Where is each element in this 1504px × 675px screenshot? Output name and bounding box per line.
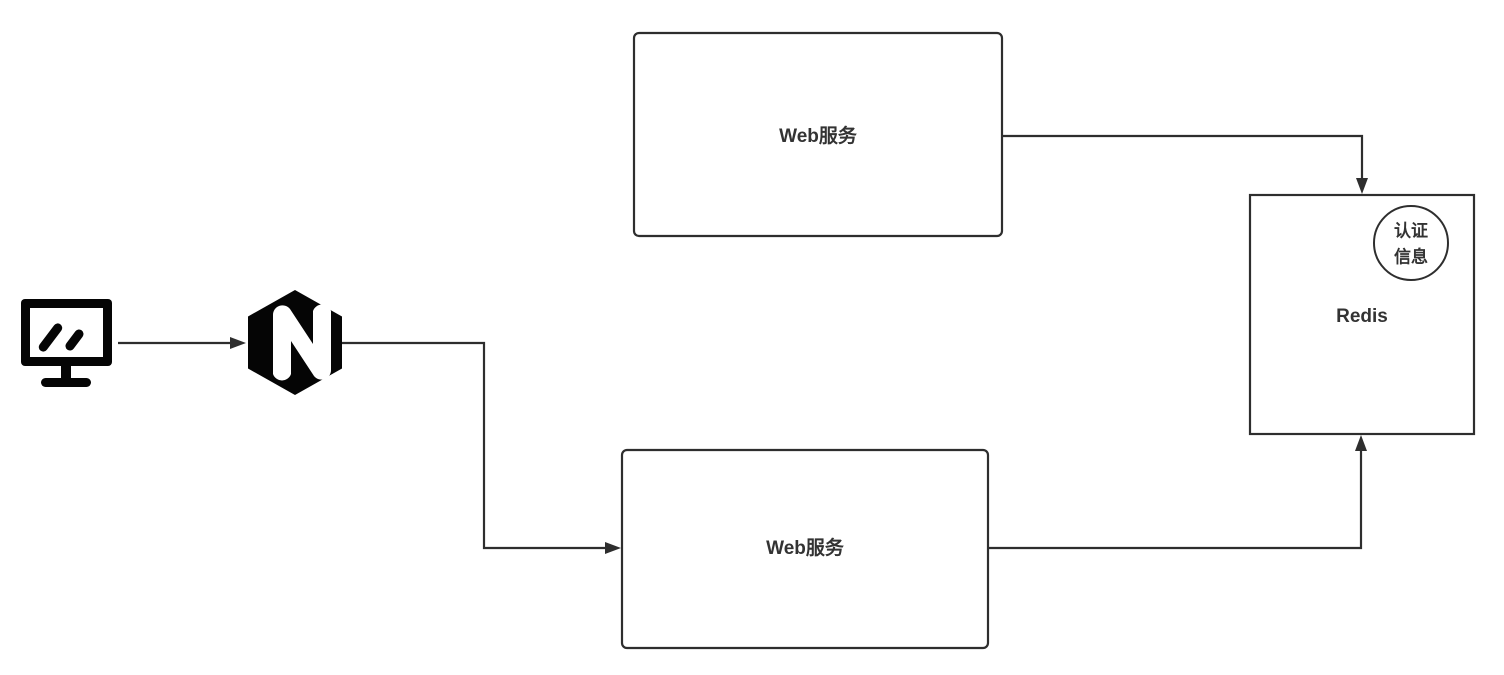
auth-info-badge[interactable]: 认证 信息 <box>1373 205 1449 281</box>
monitor-icon-slash-short <box>65 329 84 351</box>
edge-web-upper-to-redis-line <box>1002 134 1364 180</box>
web-service-upper-box[interactable] <box>632 31 1004 238</box>
web-service-lower[interactable]: Web服务 <box>620 448 990 650</box>
web-service-lower-box[interactable] <box>620 448 990 650</box>
monitor-icon-stand-base <box>41 378 91 387</box>
edge-nginx-to-web-lower-arrowhead <box>605 542 621 554</box>
web-service-upper[interactable]: Web服务 <box>632 31 1004 238</box>
auth-info-badge-label-line1: 认证 <box>1394 220 1428 240</box>
edge-web-lower-to-redis <box>988 435 1367 550</box>
edge-web-lower-to-redis-line <box>988 449 1363 550</box>
edge-nginx-to-web-lower <box>342 341 621 554</box>
edge-client-to-nginx <box>118 337 246 349</box>
monitor-icon-stand-neck <box>61 366 71 381</box>
nginx-logo-icon-letter-n <box>272 304 332 381</box>
edge-web-upper-to-redis-arrowhead <box>1356 178 1368 194</box>
auth-info-badge-label-line2: 信息 <box>1394 246 1428 266</box>
edge-nginx-to-web-lower-line <box>342 341 607 550</box>
monitor-icon-slash-long <box>38 323 63 352</box>
monitor-icon <box>21 299 112 387</box>
auth-info-badge-circle[interactable] <box>1373 205 1449 281</box>
edge-client-to-nginx-arrowhead <box>230 337 246 349</box>
web-service-upper-label: Web服务 <box>779 124 858 147</box>
edge-web-upper-to-redis <box>1002 134 1368 194</box>
nginx-logo-icon <box>248 290 342 395</box>
web-service-lower-label: Web服务 <box>766 536 845 559</box>
edge-web-lower-to-redis-arrowhead <box>1355 435 1367 451</box>
redis-store-label: Redis <box>1336 306 1388 327</box>
